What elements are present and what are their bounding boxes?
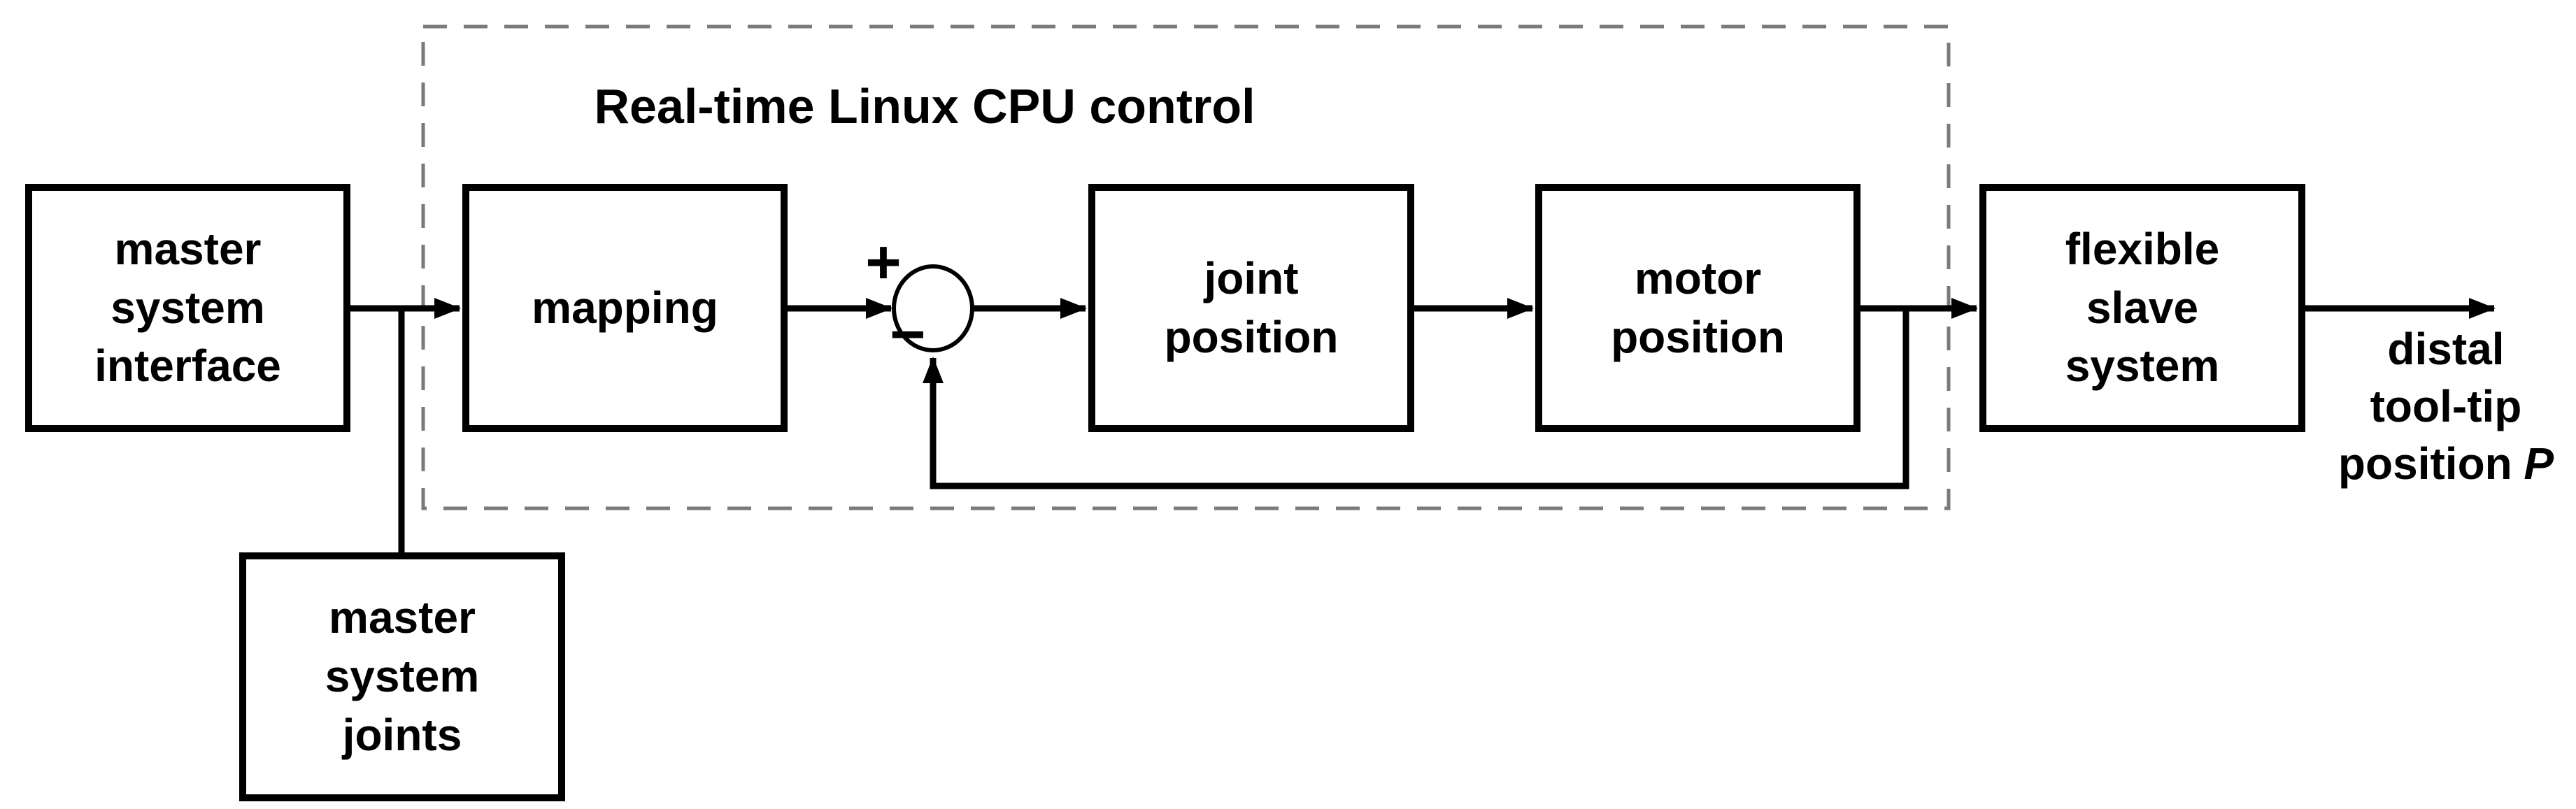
output-label-line2: tool-tip [2370,381,2522,431]
output-label-variable-p: P [2524,438,2554,489]
output-label-line1: distal [2387,324,2505,374]
feedback-loop-wire [923,308,1909,489]
box-label-master-system-interface: master system interface [94,223,281,392]
box-master-system-interface: master system interface [25,184,350,432]
box-motor-position: motor position [1535,184,1860,432]
realtime-region-outline [421,24,1951,510]
box-label-mapping: mapping [532,282,718,333]
box-label-joint-position: joint position [1164,252,1339,362]
plus-sign: + [865,227,902,296]
box-flexible-slave-system: flexible slave system [1979,184,2305,432]
realtime-region-title: Real-time Linux CPU control [594,79,1255,134]
box-label-motor-position: motor position [1611,252,1785,362]
box-mapping: mapping [462,184,788,432]
box-label-flexible-slave-system: flexible slave system [2065,223,2220,392]
box-joint-position: joint position [1088,184,1414,432]
output-label-line3-text: position [2337,438,2512,489]
box-label-master-system-joints: master system joints [325,592,480,760]
minus-sign: − [890,299,926,368]
box-master-system-joints: master system joints [239,552,565,801]
